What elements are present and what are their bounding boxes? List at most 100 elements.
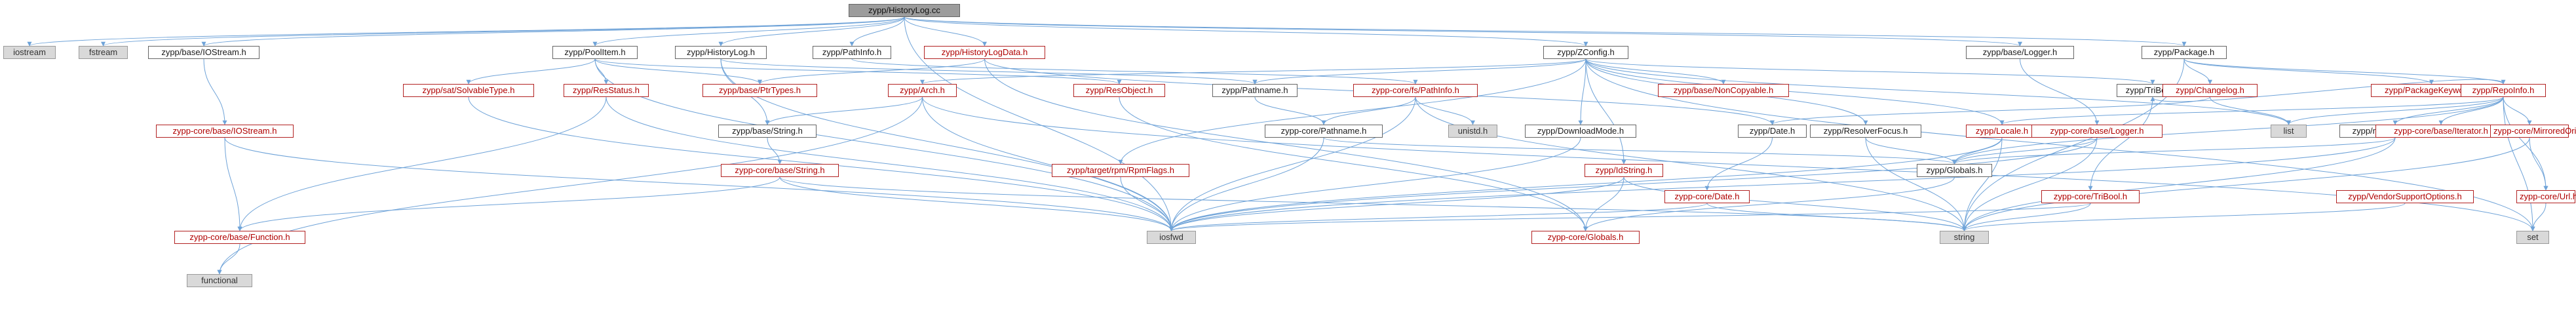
- edge-arch-to-functional: [217, 96, 923, 275]
- edge-base_logger-to-core_logger: [2020, 58, 2100, 125]
- edge-root-to-package: [904, 16, 2186, 47]
- node-vendorsupport[interactable]: zypp/VendorSupportOptions.h: [2336, 190, 2474, 203]
- edge-idstring-to-string: [1623, 176, 1967, 231]
- edge-zconfig-to-tribool: [1585, 58, 2155, 85]
- node-resobject[interactable]: zypp/ResObject.h: [1073, 84, 1165, 97]
- edge-core_logger-to-globals: [1952, 137, 2098, 165]
- edge-core_date-to-string: [1706, 203, 1967, 231]
- node-resstatus[interactable]: zypp/ResStatus.h: [564, 84, 649, 97]
- node-date[interactable]: zypp/Date.h: [1738, 125, 1807, 138]
- node-set[interactable]: set: [2516, 231, 2549, 244]
- edge-mirroredorigin-to-core_url: [2529, 137, 2548, 191]
- edge-repoinfo-to-core_url: [2503, 96, 2548, 191]
- node-root[interactable]: zypp/HistoryLog.cc: [849, 4, 960, 17]
- node-pathinfo[interactable]: zypp/PathInfo.h: [813, 46, 891, 59]
- node-core-pathname[interactable]: zypp-core/Pathname.h: [1265, 125, 1383, 138]
- node-rpmflags[interactable]: zypp/target/rpm/RpmFlags.h: [1052, 164, 1189, 177]
- node-base-logger[interactable]: zypp/base/Logger.h: [1966, 46, 2074, 59]
- node-globals[interactable]: zypp/Globals.h: [1917, 164, 1992, 177]
- node-fstream[interactable]: fstream: [79, 46, 128, 59]
- edge-core_pathinfo-to-string: [1415, 96, 1967, 231]
- node-core-string[interactable]: zypp-core/base/String.h: [721, 164, 839, 177]
- edge-mirroredorigin-to-string: [1962, 137, 2530, 231]
- edge-root-to-fstream: [101, 16, 905, 47]
- edge-root-to-base_logger: [904, 16, 2022, 47]
- edge-resstatus-to-core_function: [237, 96, 607, 231]
- node-base-iostream[interactable]: zypp/base/IOStream.h: [148, 46, 260, 59]
- node-mirroredorigin[interactable]: zypp-core/MirroredOrigin.h: [2490, 125, 2576, 138]
- node-core-globals[interactable]: zypp-core/Globals.h: [1531, 231, 1640, 244]
- edge-core_pathname-to-iosfwd: [1169, 137, 1324, 231]
- edge-resolverfocus-to-globals: [1865, 137, 1957, 165]
- node-list[interactable]: list: [2271, 125, 2307, 138]
- node-base-string[interactable]: zypp/base/String.h: [718, 125, 817, 138]
- node-functional[interactable]: functional: [187, 274, 252, 287]
- node-core-iostream[interactable]: zypp-core/base/IOStream.h: [156, 125, 294, 138]
- node-locale[interactable]: zypp/Locale.h: [1966, 125, 2038, 138]
- edge-core_iostream-to-iosfwd: [224, 137, 1174, 231]
- node-core-logger[interactable]: zypp-core/base/Logger.h: [2031, 125, 2163, 138]
- edge-historylogdata-to-ptrtypes: [758, 58, 985, 85]
- edge-core_pathinfo-to-core_pathname: [1321, 96, 1416, 125]
- node-changelog[interactable]: zypp/Changelog.h: [2163, 84, 2258, 97]
- edge-core_pathname-to-globals: [1323, 137, 1957, 165]
- edge-repoinfo-to-mirroredorigin: [2503, 96, 2532, 125]
- node-iostream[interactable]: iostream: [3, 46, 56, 59]
- edge-zconfig-to-arch: [920, 58, 1586, 85]
- node-arch[interactable]: zypp/Arch.h: [888, 84, 957, 97]
- node-noncopyable[interactable]: zypp/base/NonCopyable.h: [1658, 84, 1789, 97]
- edge-root-to-historylogdata: [904, 16, 987, 47]
- node-core-tribool[interactable]: zypp-core/TriBool.h: [2041, 190, 2140, 203]
- edge-arch-to-iosfwd: [922, 96, 1174, 231]
- node-iosfwd[interactable]: iosfwd: [1147, 231, 1196, 244]
- node-historylog-h[interactable]: zypp/HistoryLog.h: [675, 46, 767, 59]
- node-repoinfo[interactable]: zypp/RepoInfo.h: [2461, 84, 2546, 97]
- node-package[interactable]: zypp/Package.h: [2142, 46, 2227, 59]
- edge-root-to-poolitem: [592, 16, 905, 47]
- node-idstring[interactable]: zypp/IdString.h: [1585, 164, 1663, 177]
- node-downloadmode[interactable]: zypp/DownloadMode.h: [1525, 125, 1636, 138]
- node-solvabletype[interactable]: zypp/sat/SolvableType.h: [403, 84, 534, 97]
- edge-core_iostream-to-core_function: [224, 137, 242, 231]
- edge-repoinfo-to-set: [2503, 96, 2535, 231]
- edge-core_logger-to-iosfwd: [1169, 137, 2098, 231]
- edge-resstatus-to-iosfwd: [606, 96, 1174, 231]
- edge-core_string-to-string: [779, 176, 1967, 231]
- node-poolitem[interactable]: zypp/PoolItem.h: [552, 46, 638, 59]
- node-zconfig[interactable]: zypp/ZConfig.h: [1543, 46, 1628, 59]
- edge-zconfig-to-rpmflags: [1118, 58, 1586, 165]
- edge-downloadmode-to-iosfwd: [1169, 137, 1581, 231]
- edge-zconfig-to-locale: [1585, 58, 2005, 125]
- edge-core_pathinfo-to-iosfwd: [1169, 96, 1416, 231]
- node-historylogdata[interactable]: zypp/HistoryLogData.h: [924, 46, 1045, 59]
- edge-zconfig-to-set: [1585, 58, 2535, 231]
- edge-core_pathinfo-to-unistd: [1415, 96, 1475, 125]
- edge-root-to-iosfwd: [904, 16, 1174, 231]
- node-ptrtypes[interactable]: zypp/base/PtrTypes.h: [702, 84, 817, 97]
- edge-rpmflags-to-iosfwd: [1120, 176, 1174, 231]
- edge-repotype-to-globals: [1952, 137, 2396, 165]
- edge-resobject-to-core_globals: [1119, 96, 1588, 231]
- edge-changelog-to-date: [1770, 96, 2210, 125]
- node-pathname[interactable]: zypp/Pathname.h: [1212, 84, 1298, 97]
- edge-idstring-to-iosfwd: [1169, 176, 1624, 231]
- node-resolverfocus[interactable]: zypp/ResolverFocus.h: [1810, 125, 1921, 138]
- node-core-function[interactable]: zypp-core/base/Function.h: [174, 231, 305, 244]
- edge-package-to-changelog: [2183, 58, 2212, 85]
- edge-package-to-packagekeyword: [2183, 58, 2434, 85]
- edge-core_string-to-core_function: [237, 176, 780, 231]
- edge-core_date-to-iosfwd: [1169, 203, 1708, 231]
- edge-pathinfo-to-core_pathinfo: [851, 58, 1418, 85]
- edge-core_tribool-to-string: [1962, 203, 2091, 231]
- edge-repoinfo-to-repotype: [2393, 96, 2504, 125]
- edge-core_url-to-set: [2530, 203, 2547, 231]
- edge-repoinfo-to-list: [2286, 96, 2504, 125]
- node-unistd[interactable]: unistd.h: [1448, 125, 1497, 138]
- edge-base_iostream-to-core_iostream: [203, 58, 227, 125]
- edge-zconfig-to-pathname: [1252, 58, 1586, 85]
- node-string[interactable]: string: [1940, 231, 1989, 244]
- node-core-iterator[interactable]: zypp-core/base/Iterator.h: [2375, 125, 2507, 138]
- node-core-url[interactable]: zypp-core/Url.h: [2516, 190, 2576, 203]
- node-core-date[interactable]: zypp-core/Date.h: [1664, 190, 1750, 203]
- node-core-pathinfo[interactable]: zypp-core/fs/PathInfo.h: [1353, 84, 1478, 97]
